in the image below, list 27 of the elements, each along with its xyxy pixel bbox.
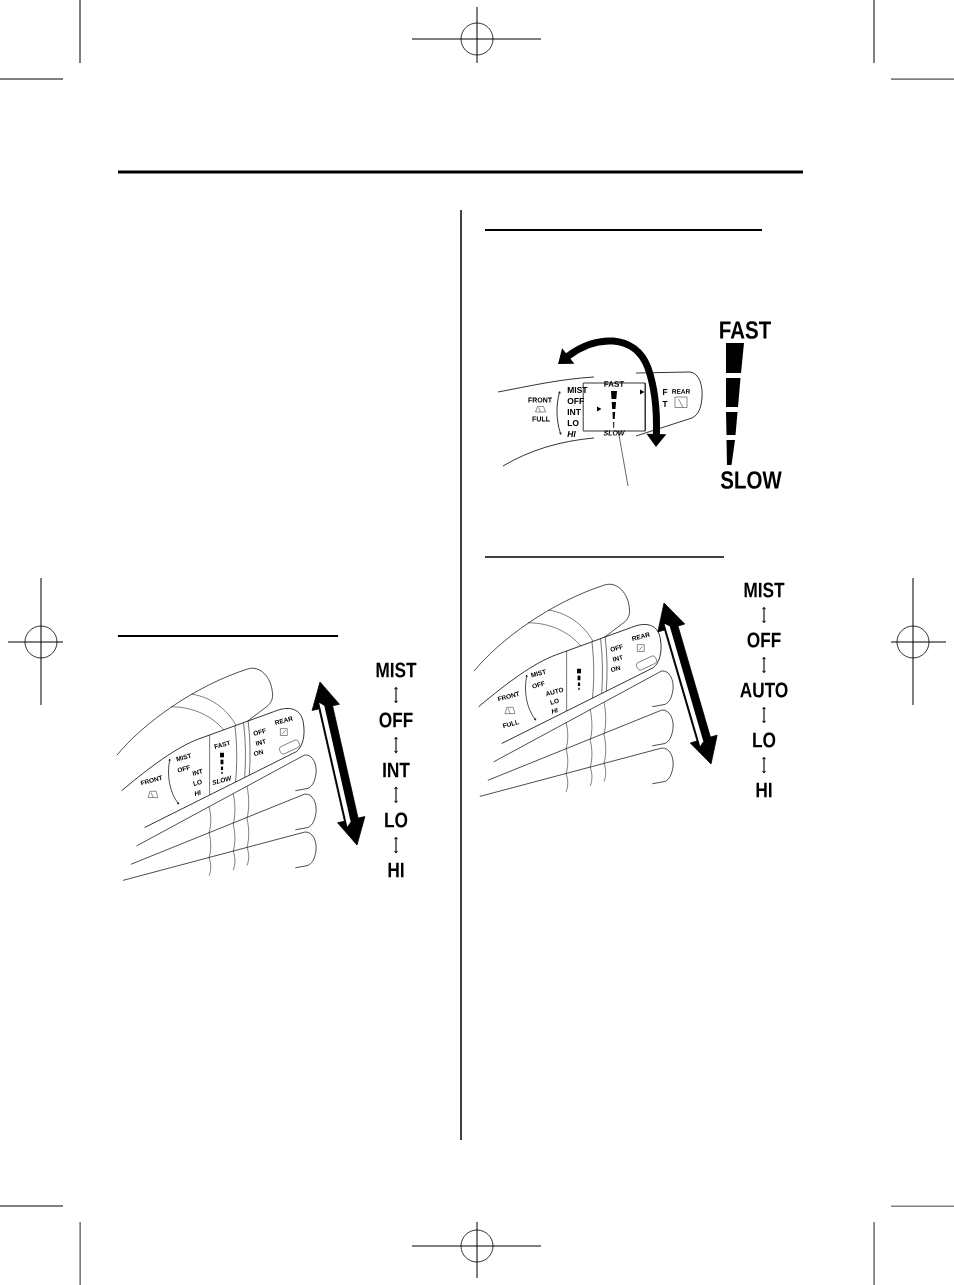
arrow bbox=[394, 736, 398, 754]
arrow bbox=[394, 686, 398, 704]
position-label: LO bbox=[753, 732, 776, 748]
position-label: MIST bbox=[744, 582, 785, 598]
speed-label: FAST bbox=[720, 321, 771, 339]
position-label: OFF bbox=[379, 712, 413, 728]
leader-line bbox=[618, 431, 629, 487]
lever-marking: FAST bbox=[604, 381, 625, 387]
arrow bbox=[394, 836, 398, 854]
lever-marking: MIST bbox=[567, 387, 588, 393]
position-label: HI bbox=[388, 862, 404, 878]
position-label: MIST bbox=[376, 662, 417, 678]
position-label: HI bbox=[756, 782, 772, 798]
lever-marking: T bbox=[662, 401, 668, 407]
lever-marking: F bbox=[662, 389, 668, 395]
position-label: AUTO bbox=[740, 682, 788, 698]
arrow bbox=[762, 706, 766, 724]
position-label: OFF bbox=[747, 632, 781, 648]
position-label: LO bbox=[385, 812, 408, 828]
lever-marking: HI bbox=[567, 431, 576, 437]
arrow bbox=[762, 656, 766, 674]
speed-label: SLOW bbox=[720, 471, 782, 489]
lever-marking: OFF bbox=[567, 398, 584, 404]
arrow bbox=[762, 606, 766, 624]
position-label: INT bbox=[383, 762, 410, 778]
arrow bbox=[394, 786, 398, 804]
arrow bbox=[762, 756, 766, 774]
